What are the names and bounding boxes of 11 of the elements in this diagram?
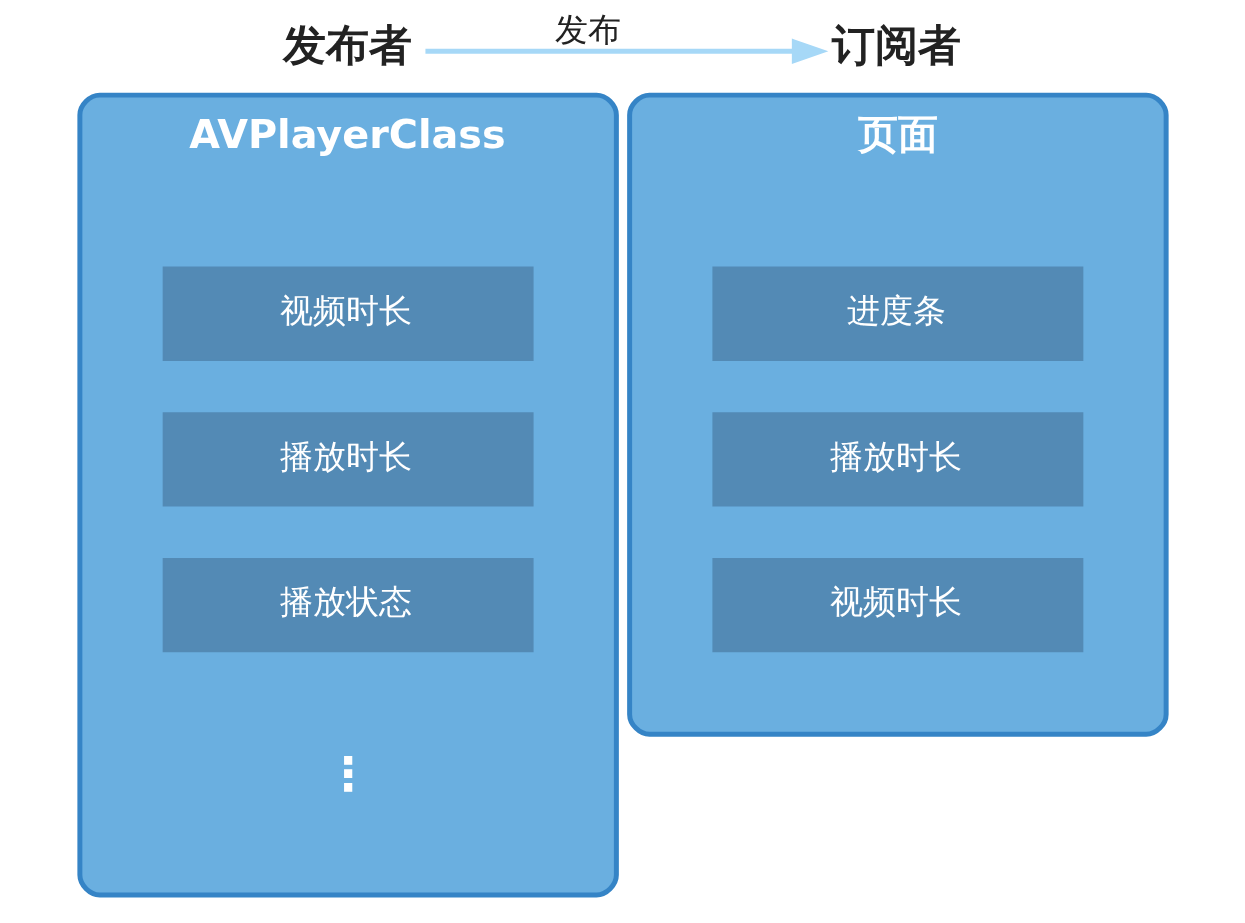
label: ⋮ — [324, 746, 371, 801]
node-box: 播放时长 — [162, 412, 534, 507]
node-box: 进度条 — [711, 266, 1083, 361]
node-box: 播放状态 — [162, 557, 534, 653]
node-text: 发布者 — [282, 20, 412, 71]
node-box: 视频时长 — [162, 266, 534, 361]
node-text: 订阅者 — [831, 20, 961, 71]
arrow — [424, 38, 828, 65]
edge-label: 发布 — [554, 10, 621, 50]
node-box: 视频时长 — [711, 557, 1083, 653]
node-box: 播放时长 — [711, 412, 1083, 507]
